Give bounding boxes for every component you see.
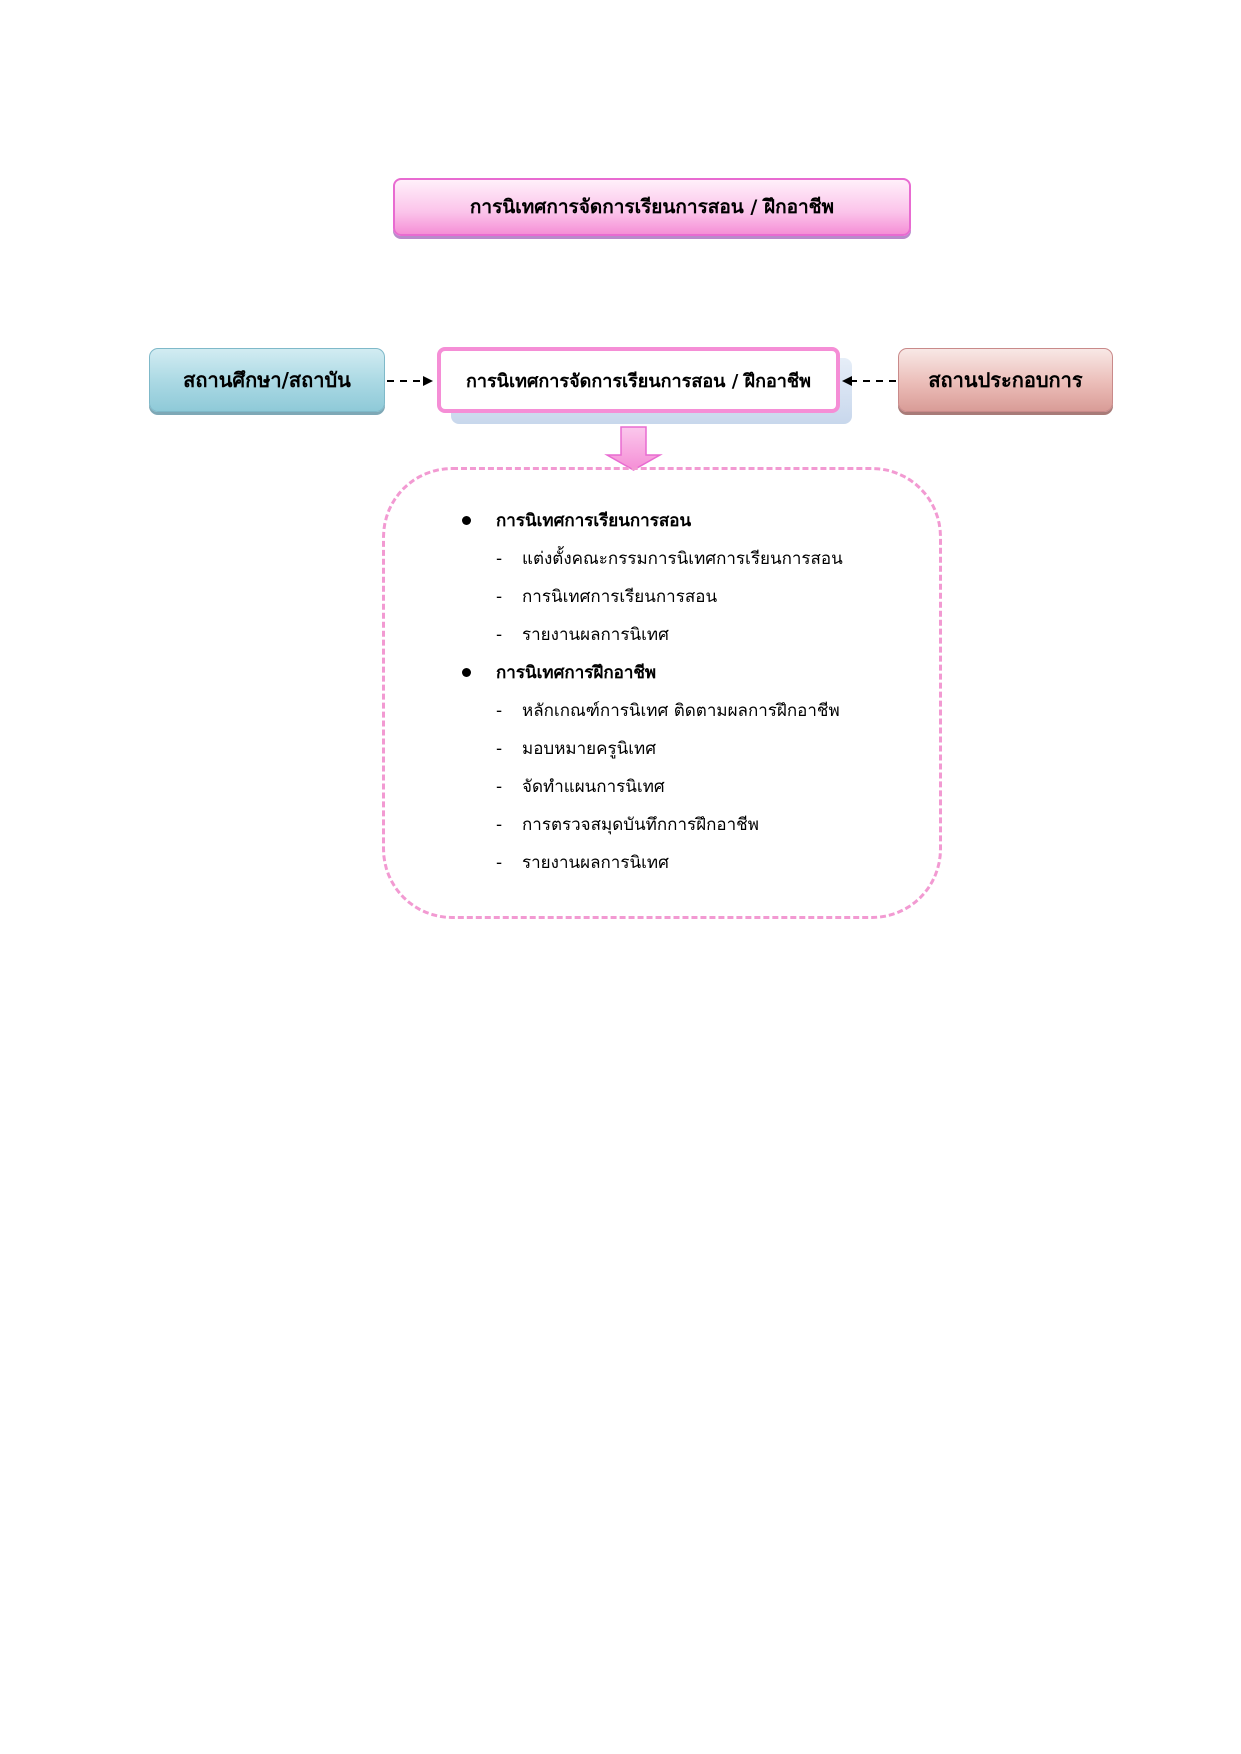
down-arrow-icon [604,426,663,471]
dash-marker: - [496,853,503,873]
list-item: - จัดทำแผนการนิเทศ [462,768,843,806]
node-educational-institution-label: สถานศึกษา/สถาบัน [183,368,351,392]
list-item: - รายงานผลการนิเทศ [462,616,843,654]
details-panel [382,467,942,919]
list-item: - การตรวจสมุดบันทึกการฝึกอาชีพ [462,806,843,844]
list-item-label: หลักเกณฑ์การนิเทศ ติดตามผลการฝึกอาชีพ [522,701,840,721]
group-heading-label: การนิเทศการเรียนการสอน [496,511,692,531]
group-heading-teaching: การนิเทศการเรียนการสอน [462,502,843,540]
node-enterprise-label: สถานประกอบการ [928,368,1083,392]
dash-marker: - [496,625,503,645]
dash-marker: - [496,587,503,607]
list-item: - หลักเกณฑ์การนิเทศ ติดตามผลการฝึกอาชีพ [462,692,843,730]
node-supervision-center: การนิเทศการจัดการเรียนการสอน / ฝึกอาชีพ [437,347,840,413]
dash-marker: - [496,815,503,835]
dash-marker: - [496,739,503,759]
diagram-title: การนิเทศการจัดการเรียนการสอน / ฝึกอาชีพ [393,178,911,236]
diagram-title-text: การนิเทศการจัดการเรียนการสอน / ฝึกอาชีพ [469,196,835,218]
list-item: - แต่งตั้งคณะกรรมการนิเทศการเรียนการสอน [462,540,843,578]
bullet-icon [462,668,471,677]
node-enterprise: สถานประกอบการ [898,348,1113,412]
list-item-label: มอบหมายครูนิเทศ [522,739,657,759]
details-list: การนิเทศการเรียนการสอน - แต่งตั้งคณะกรรม… [462,502,843,882]
list-item: - มอบหมายครูนิเทศ [462,730,843,768]
list-item: - รายงานผลการนิเทศ [462,844,843,882]
list-item-label: รายงานผลการนิเทศ [522,853,669,873]
dash-marker: - [496,777,503,797]
list-item-label: แต่งตั้งคณะกรรมการนิเทศการเรียนการสอน [522,549,843,569]
group-heading-label: การนิเทศการฝึกอาชีพ [496,663,657,683]
list-item-label: รายงานผลการนิเทศ [522,625,669,645]
node-supervision-center-label: การนิเทศการจัดการเรียนการสอน / ฝึกอาชีพ [465,370,811,392]
list-item: - การนิเทศการเรียนการสอน [462,578,843,616]
bullet-icon [462,516,471,525]
list-item-label: การนิเทศการเรียนการสอน [522,587,718,607]
group-heading-vocational: การนิเทศการฝึกอาชีพ [462,654,843,692]
list-item-label: จัดทำแผนการนิเทศ [522,777,665,797]
list-item-label: การตรวจสมุดบันทึกการฝึกอาชีพ [522,815,759,835]
dash-marker: - [496,549,503,569]
node-educational-institution: สถานศึกษา/สถาบัน [149,348,385,412]
dash-marker: - [496,701,503,721]
